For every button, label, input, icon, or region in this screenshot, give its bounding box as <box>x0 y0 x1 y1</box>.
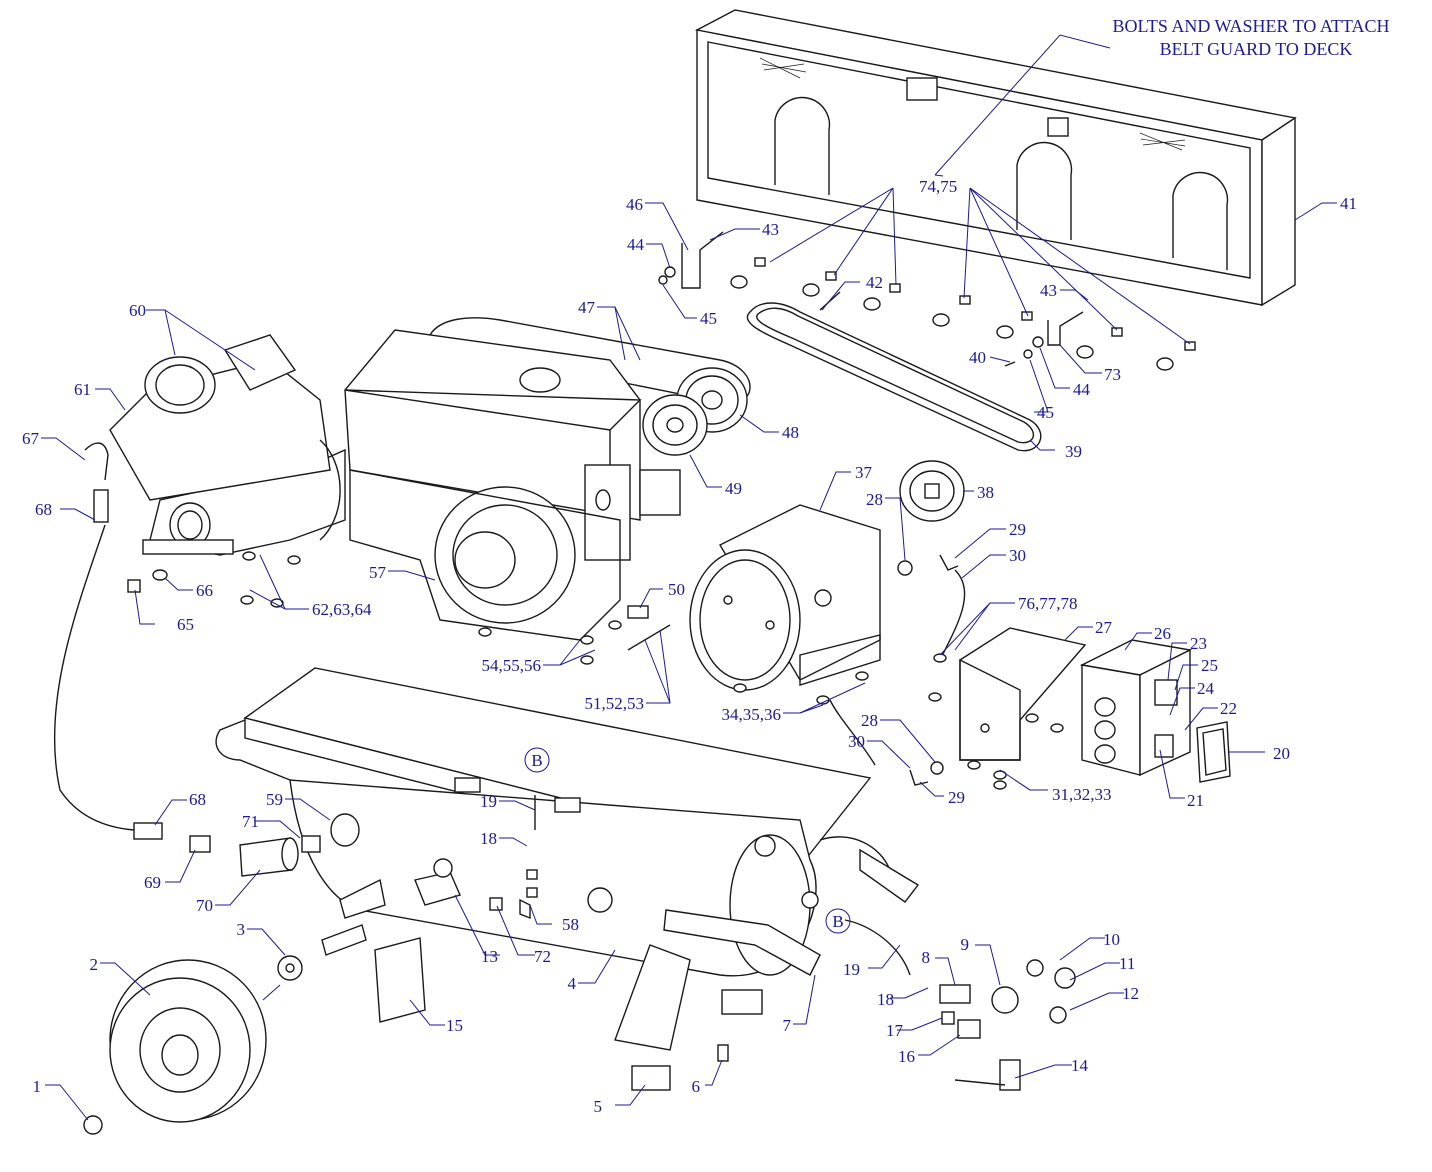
label-part-2: 2 <box>90 955 99 974</box>
label-part-18-top: 18 <box>480 829 497 848</box>
label-part-19-bottom: 19 <box>843 960 860 979</box>
section-marker-bottom: B <box>825 908 851 934</box>
label-parts-34-35-36: 34,35,36 <box>722 705 782 724</box>
label-part-48: 48 <box>782 423 799 442</box>
label-part-61: 61 <box>74 380 91 399</box>
label-part-65: 65 <box>177 615 194 634</box>
label-part-28-top: 28 <box>866 490 883 509</box>
label-part-73: 73 <box>1104 365 1121 384</box>
label-part-50: 50 <box>668 580 685 599</box>
electric-motor <box>689 504 881 691</box>
label-parts-74-75: 74,75 <box>919 177 957 196</box>
label-part-58: 58 <box>562 915 579 934</box>
guard-hardware <box>658 231 1196 371</box>
label-part-41: 41 <box>1340 194 1357 213</box>
label-part-68-bottom: 68 <box>189 790 206 809</box>
label-part-39: 39 <box>1065 442 1082 461</box>
label-part-49: 49 <box>725 479 742 498</box>
drawing <box>53 9 1297 1135</box>
label-part-21: 21 <box>1187 791 1204 810</box>
label-part-44-right: 44 <box>1073 380 1091 399</box>
label-part-15: 15 <box>446 1016 463 1035</box>
label-part-8: 8 <box>922 948 931 967</box>
label-part-69: 69 <box>144 873 161 892</box>
label-part-44-left: 44 <box>627 235 645 254</box>
label-part-30-bottom: 30 <box>848 732 865 751</box>
label-part-22: 22 <box>1220 699 1237 718</box>
label-part-12: 12 <box>1122 984 1139 1003</box>
label-parts-31-32-33: 31,32,33 <box>1052 785 1112 804</box>
label-part-6: 6 <box>692 1077 701 1096</box>
label-part-38: 38 <box>977 483 994 502</box>
label-part-19-top: 19 <box>480 792 497 811</box>
tank-and-deck <box>215 667 920 1051</box>
label-part-27: 27 <box>1095 618 1113 637</box>
label-part-37: 37 <box>855 463 873 482</box>
label-part-11: 11 <box>1119 954 1135 973</box>
switch-box-27 <box>959 627 1087 761</box>
small-hardware <box>127 551 1064 790</box>
section-marker-top: B <box>524 747 550 773</box>
pulley-38 <box>899 460 965 522</box>
label-part-3: 3 <box>237 920 246 939</box>
label-part-45-left: 45 <box>700 309 717 328</box>
label-part-66: 66 <box>196 581 213 600</box>
label-part-43-left: 43 <box>762 220 779 239</box>
label-part-17: 17 <box>886 1021 904 1040</box>
label-part-57: 57 <box>369 563 387 582</box>
label-part-9: 9 <box>961 935 970 954</box>
leader-lines <box>41 34 1337 1121</box>
label-part-43-right: 43 <box>1040 281 1057 300</box>
fittings <box>53 524 1076 1091</box>
label-parts-62-63-64: 62,63,64 <box>312 600 372 619</box>
svg-text:B: B <box>531 751 542 770</box>
label-parts-51-52-53: 51,52,53 <box>585 694 645 713</box>
label-part-59: 59 <box>266 790 283 809</box>
label-part-28-bottom: 28 <box>861 711 878 730</box>
label-part-10: 10 <box>1103 930 1120 949</box>
label-parts-76-77-78: 76,77,78 <box>1018 594 1078 613</box>
label-part-60: 60 <box>129 301 146 320</box>
label-part-24: 24 <box>1197 679 1215 698</box>
label-part-20: 20 <box>1273 744 1290 763</box>
label-part-25: 25 <box>1201 656 1218 675</box>
engine <box>344 329 681 641</box>
label-part-30-top: 30 <box>1009 546 1026 565</box>
note-line-1: BOLTS AND WASHER TO ATTACH <box>1113 16 1390 36</box>
label-part-47: 47 <box>578 298 596 317</box>
label-part-67: 67 <box>22 429 40 448</box>
label-part-26: 26 <box>1154 624 1171 643</box>
label-part-18-bottom: 18 <box>877 990 894 1009</box>
part-labels: 1 2 3 4 5 6 7 8 9 10 11 12 13 14 15 16 1… <box>22 177 1357 1116</box>
label-part-70: 70 <box>196 896 213 915</box>
label-part-45-right: 45 <box>1037 403 1054 422</box>
label-part-5: 5 <box>594 1097 603 1116</box>
label-part-40: 40 <box>969 348 986 367</box>
label-part-42: 42 <box>866 273 883 292</box>
label-part-13: 13 <box>481 947 498 966</box>
svg-text:B: B <box>832 912 843 931</box>
label-part-29-top: 29 <box>1009 520 1026 539</box>
label-part-7: 7 <box>783 1016 792 1035</box>
label-part-4: 4 <box>568 974 577 993</box>
label-part-16: 16 <box>898 1047 915 1066</box>
belt-guard <box>694 9 1297 307</box>
wheel <box>83 924 367 1135</box>
label-part-68-top: 68 <box>35 500 52 519</box>
label-parts-54-55-56: 54,55,56 <box>482 656 542 675</box>
belt-39 <box>746 302 1042 452</box>
pulley-49 <box>642 394 708 456</box>
label-part-46: 46 <box>626 195 643 214</box>
label-part-14: 14 <box>1071 1056 1089 1075</box>
cord-30 <box>939 569 966 661</box>
label-part-71: 71 <box>242 812 259 831</box>
label-part-1: 1 <box>33 1077 42 1096</box>
label-part-29-bottom: 29 <box>948 788 965 807</box>
compressor-pump <box>84 334 346 556</box>
label-part-23: 23 <box>1190 634 1207 653</box>
note-line-2: BELT GUARD TO DECK <box>1160 39 1353 59</box>
label-part-72: 72 <box>534 947 551 966</box>
